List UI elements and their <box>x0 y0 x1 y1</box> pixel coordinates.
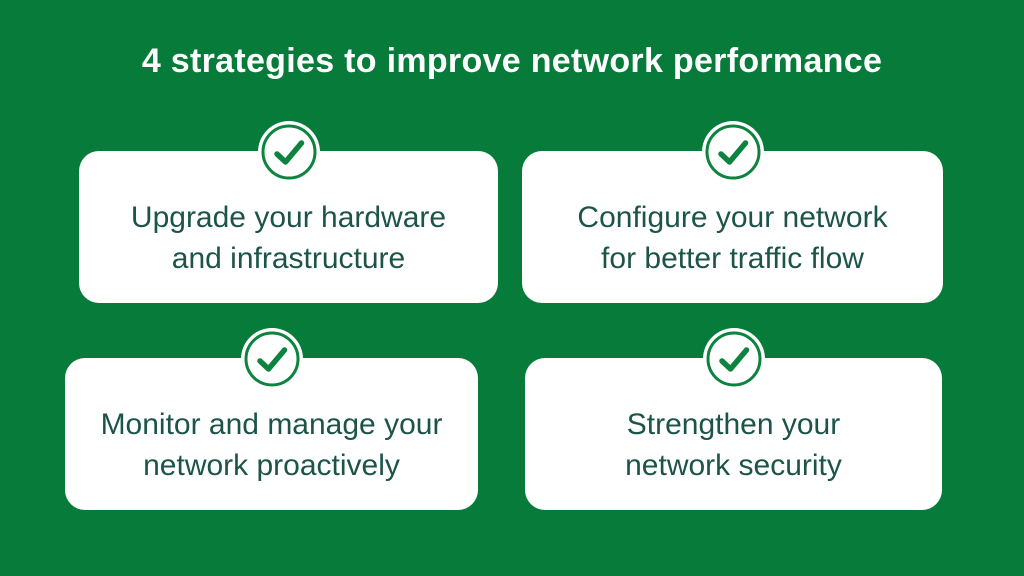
card-text-line: Monitor and manage your <box>100 408 443 441</box>
strategy-card-upgrade-hardware: Upgrade your hardware and infrastructure <box>79 121 498 303</box>
check-icon <box>701 121 764 183</box>
check-icon <box>240 328 303 390</box>
card-text-line: and infrastructure <box>171 242 406 275</box>
card-text-line: network security <box>625 449 842 482</box>
strategy-card-strengthen-security: Strengthen your network security <box>525 328 942 510</box>
card-text-line: Configure your network <box>577 201 888 234</box>
check-icon <box>702 328 765 390</box>
check-icon <box>257 121 320 183</box>
strategy-card-monitor-network: Monitor and manage your network proactiv… <box>65 328 478 510</box>
page-title: 4 strategies to improve network performa… <box>141 42 883 80</box>
strategy-card-configure-network: Configure your network for better traffi… <box>522 121 943 303</box>
card-text-line: network proactively <box>143 449 400 482</box>
card-text-line: Strengthen your <box>626 408 841 441</box>
card-text-line: Upgrade your hardware <box>130 201 447 234</box>
card-text-line: for better traffic flow <box>601 242 864 275</box>
